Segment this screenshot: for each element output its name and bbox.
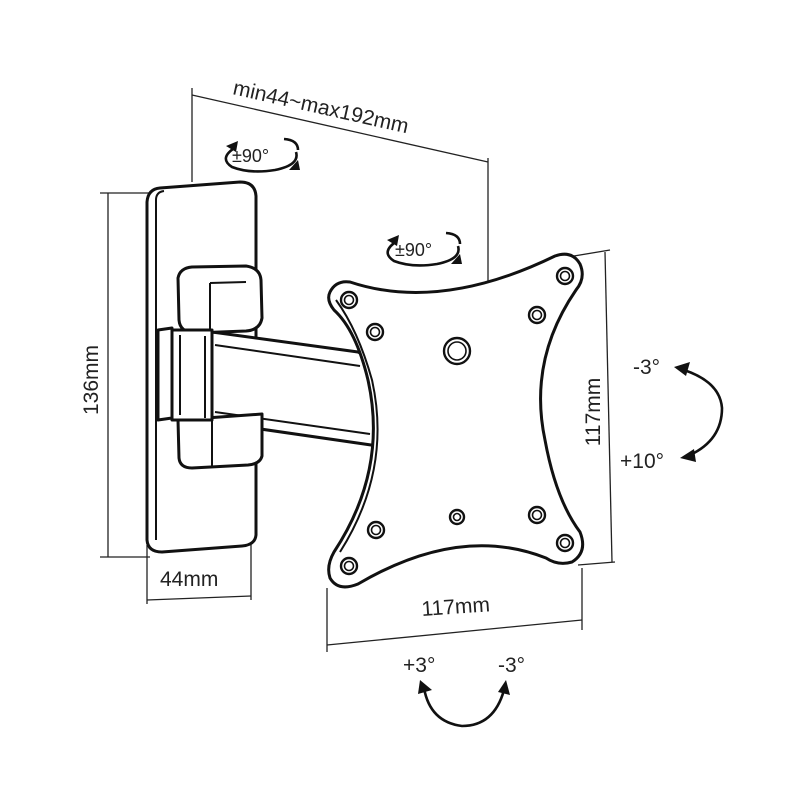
tilt-up-label: -3°	[633, 356, 660, 379]
vesa-width-dimension: 117mm	[326, 568, 583, 652]
swing-arm	[170, 264, 380, 470]
swivel-right-label: -3°	[498, 654, 525, 677]
tilt-indicator: -3° +10°	[620, 356, 724, 473]
vesa-hole	[555, 266, 575, 286]
vesa-hole	[339, 290, 359, 310]
vesa-hole	[527, 305, 547, 325]
center-lock-hole	[448, 508, 466, 526]
vesa-hole	[365, 322, 385, 342]
arm-rotation-label: ±90°	[395, 240, 432, 260]
vesa-hole	[555, 533, 575, 553]
vesa-plate	[327, 252, 585, 589]
center-pivot-hole	[442, 336, 472, 366]
tilt-down-label: +10°	[620, 450, 664, 473]
arm-rotation-badge: ±90°	[386, 231, 462, 267]
wall-rotation-badge: ±90°	[224, 137, 300, 173]
vesa-hole	[366, 520, 386, 540]
vesa-hole	[527, 505, 547, 525]
height-label: 136mm	[80, 345, 103, 415]
wall-rotation-label: ±90°	[232, 146, 269, 166]
height-dimension: 136mm	[80, 192, 150, 558]
swivel-left-label: +3°	[403, 654, 435, 677]
vesa-width-label: 117mm	[421, 593, 491, 621]
vesa-hole	[339, 556, 359, 576]
reach-label: min44~max192mm	[231, 76, 411, 138]
plate-width-label: 44mm	[160, 568, 218, 591]
swivel-indicator: +3° -3°	[403, 654, 525, 728]
vesa-height-dimension: 117mm	[561, 249, 616, 566]
vesa-height-label: 117mm	[582, 378, 605, 446]
plate-width-dimension: 44mm	[146, 540, 252, 604]
